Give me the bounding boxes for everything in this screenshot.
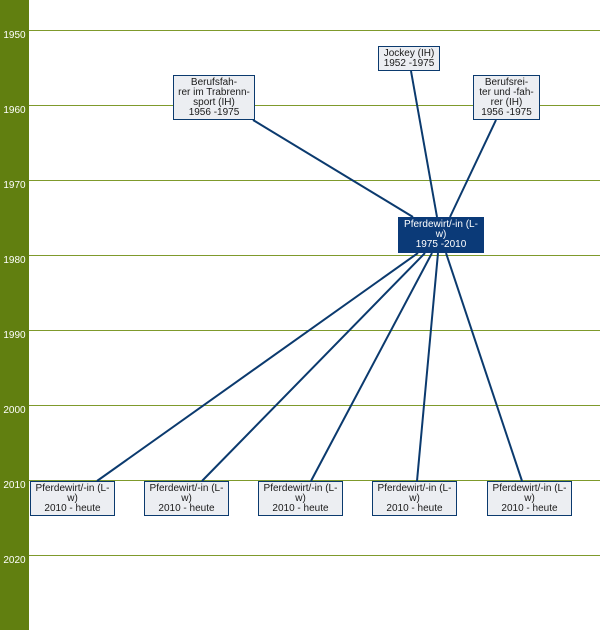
node-central-line-1: Pferdewirt/-in (L-: [404, 219, 478, 230]
node-successor-2[interactable]: Pferdewirt/-in (L- w) 2010 - heute: [144, 481, 229, 516]
node-jockey[interactable]: Jockey (IH) 1952 -1975: [378, 46, 440, 71]
node-successor-4-line-2: w): [409, 492, 420, 504]
node-successor-4-line-1: Pferdewirt/-in (L-: [377, 482, 452, 494]
node-berufsreiter-line-3: rer (IH): [490, 96, 523, 108]
connector-berufsfahrer-central: [252, 119, 414, 218]
year-label-2010: 2010: [3, 480, 26, 491]
connector-jockey-central: [410, 70, 438, 218]
node-berufsfahrer[interactable]: Berufsfah- rer im Trabrenn- sport (IH) 1…: [173, 75, 255, 120]
node-berufsreiter-line-1: Berufsrei-: [484, 76, 529, 88]
connector-berufsreiter-central: [449, 119, 497, 218]
node-successor-3-period: 2010 - heute: [272, 502, 329, 514]
node-berufsreiter-period: 1956 -1975: [481, 106, 532, 118]
node-central-line-2: w): [435, 229, 447, 240]
node-successor-5[interactable]: Pferdewirt/-in (L- w) 2010 - heute: [487, 481, 572, 516]
connector-central-successor-2: [201, 252, 426, 482]
node-successor-4[interactable]: Pferdewirt/-in (L- w) 2010 - heute: [372, 481, 457, 516]
node-jockey-title: Jockey (IH): [383, 47, 435, 59]
connector-central-successor-5: [445, 252, 523, 482]
node-successor-3-line-1: Pferdewirt/-in (L-: [263, 482, 338, 494]
year-axis-bar: [0, 0, 29, 630]
node-berufsfahrer-line-3: sport (IH): [193, 96, 235, 108]
year-label-2020: 2020: [3, 555, 26, 566]
grid-line-1950: [29, 30, 600, 31]
node-berufsreiter[interactable]: Berufsrei- ter und -fah- rer (IH) 1956 -…: [473, 75, 540, 120]
node-successor-1-line-1: Pferdewirt/-in (L-: [35, 482, 110, 494]
connector-central-successor-1: [96, 252, 419, 482]
grid-line-1980: [29, 255, 600, 256]
node-successor-3-line-2: w): [295, 492, 306, 504]
year-label-1980: 1980: [3, 255, 26, 266]
connector-central-successor-3: [310, 252, 433, 482]
grid-line-2000: [29, 405, 600, 406]
grid-line-2010: [29, 480, 600, 481]
node-successor-2-line-1: Pferdewirt/-in (L-: [149, 482, 224, 494]
node-berufsfahrer-line-2: rer im Trabrenn-: [178, 86, 250, 98]
node-jockey-period: 1952 -1975: [383, 57, 435, 69]
node-successor-2-period: 2010 - heute: [158, 502, 215, 514]
node-successor-5-line-1: Pferdewirt/-in (L-: [492, 482, 567, 494]
grid-line-2020: [29, 555, 600, 556]
node-berufsreiter-line-2: ter und -fah-: [479, 86, 534, 98]
node-successor-1-line-2: w): [67, 492, 78, 504]
node-successor-3[interactable]: Pferdewirt/-in (L- w) 2010 - heute: [258, 481, 343, 516]
year-label-1970: 1970: [3, 180, 26, 191]
year-label-1990: 1990: [3, 330, 26, 341]
year-label-1950: 1950: [3, 30, 26, 41]
year-label-1960: 1960: [3, 105, 26, 116]
node-successor-1-period: 2010 - heute: [44, 502, 101, 514]
grid-line-1990: [29, 330, 600, 331]
node-berufsfahrer-line-1: Berufsfah-: [190, 76, 238, 88]
node-successor-5-period: 2010 - heute: [501, 502, 558, 514]
grid-line-1970: [29, 180, 600, 181]
grid-line-1960: [29, 105, 600, 106]
node-successor-1[interactable]: Pferdewirt/-in (L- w) 2010 - heute: [30, 481, 115, 516]
node-central-period: 1975 -2010: [415, 239, 467, 250]
node-successor-5-line-2: w): [524, 492, 535, 504]
node-successor-2-line-2: w): [181, 492, 192, 504]
connector-central-successor-4: [416, 252, 439, 482]
node-successor-4-period: 2010 - heute: [386, 502, 443, 514]
node-berufsfahrer-period: 1956 -1975: [188, 106, 240, 118]
year-label-2000: 2000: [3, 405, 26, 416]
node-central-pferdewirt[interactable]: Pferdewirt/-in (L- w) 1975 -2010: [398, 217, 484, 253]
